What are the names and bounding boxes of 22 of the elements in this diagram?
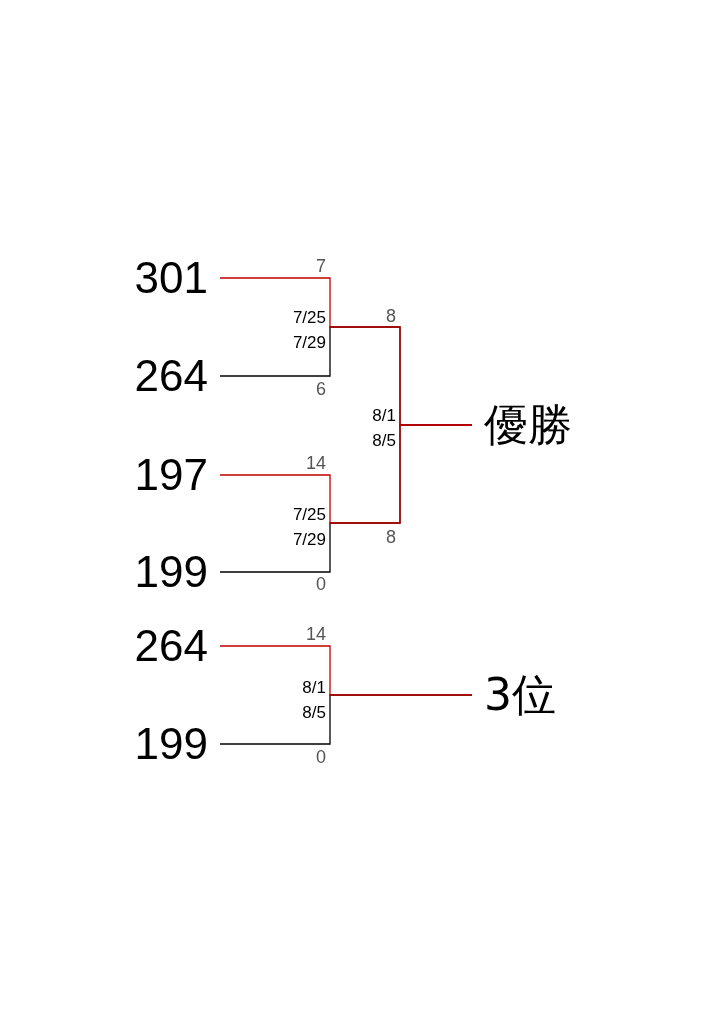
score-label: 8 — [386, 527, 396, 547]
score-label: 14 — [305, 624, 326, 644]
bracket-line — [219, 645, 473, 696]
team-number: 199 — [108, 547, 220, 597]
match-date: 8/1 8/5 — [301, 677, 326, 724]
score-label: 14 — [305, 453, 326, 473]
score-label: 0 — [316, 747, 326, 767]
team-number: 301 — [108, 253, 220, 303]
team-number: 199 — [108, 719, 220, 769]
result-label: 優勝 — [472, 398, 592, 452]
team-number: 264 — [108, 621, 220, 671]
score-label: 6 — [316, 379, 326, 399]
team-number: 197 — [108, 450, 220, 500]
score-label: 8 — [386, 306, 396, 326]
match-date: 7/25 7/29 — [291, 504, 326, 551]
score-label: 0 — [316, 574, 326, 594]
match-date: 8/1 8/5 — [371, 405, 396, 452]
bracket-line — [219, 277, 473, 426]
result-label: 3位 — [472, 668, 582, 722]
score-label: 7 — [316, 256, 326, 276]
team-number: 264 — [108, 351, 220, 401]
match-date: 7/25 7/29 — [291, 307, 326, 354]
